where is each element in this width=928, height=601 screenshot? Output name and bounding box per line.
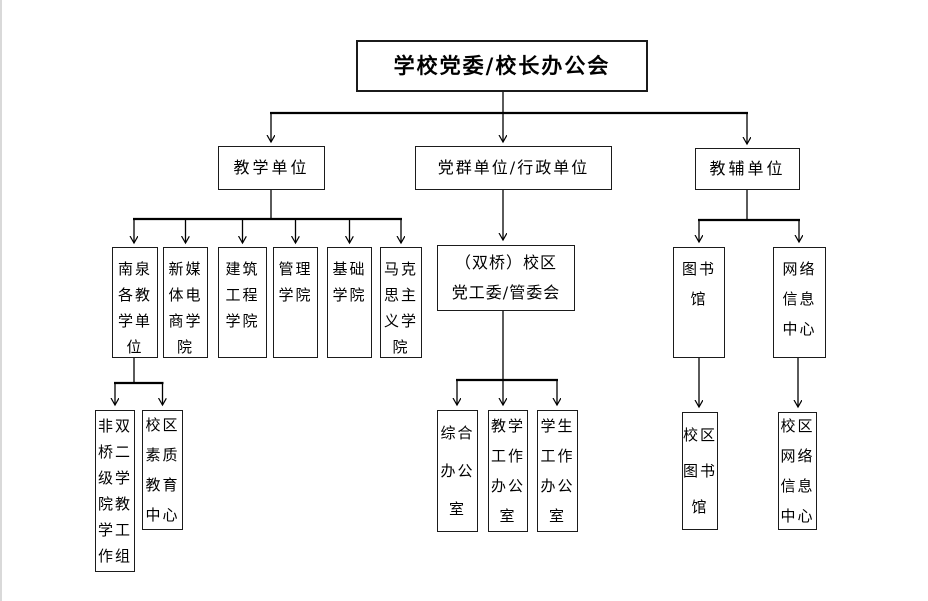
node-campus-library: 校区 图书 馆 [682, 412, 718, 530]
node-management-college: 管理 学院 [273, 247, 318, 358]
node-nanquan-units: 南泉 各教 学单 位 [112, 247, 158, 358]
node-teaching-affairs-office: 教学 工作 办公 室 [488, 410, 528, 532]
node-library: 图书 馆 [673, 247, 725, 358]
node-student-affairs-office: 学生 工作 办公 室 [537, 410, 578, 532]
node-foundation-college: 基础 学院 [327, 247, 372, 358]
node-general-office: 综合 办公 室 [437, 410, 478, 532]
node-non-shuangqiao-group: 非双 桥二 级学 院教 学工 作组 [95, 410, 135, 572]
node-construction-college: 建筑 工程 学院 [218, 247, 267, 358]
page-edge-line [0, 0, 2, 601]
node-root: 学校党委/校长办公会 [356, 40, 648, 92]
node-campus-network-center: 校区 网络 信息 中心 [778, 412, 817, 530]
node-marxism-college: 马克 思主 义学 院 [380, 247, 422, 358]
node-shuangqiao-committee: （双桥）校区 党工委/管委会 [437, 245, 575, 311]
node-party-admin-unit: 党群单位/行政单位 [415, 146, 612, 190]
node-network-info-center: 网络 信息 中心 [773, 247, 826, 358]
node-new-media-college: 新媒 体电 商学 院 [163, 247, 208, 358]
node-support-unit: 教辅单位 [695, 148, 800, 190]
node-quality-edu-center: 校区 素质 教育 中心 [142, 410, 183, 530]
node-teaching-unit: 教学单位 [218, 146, 325, 190]
